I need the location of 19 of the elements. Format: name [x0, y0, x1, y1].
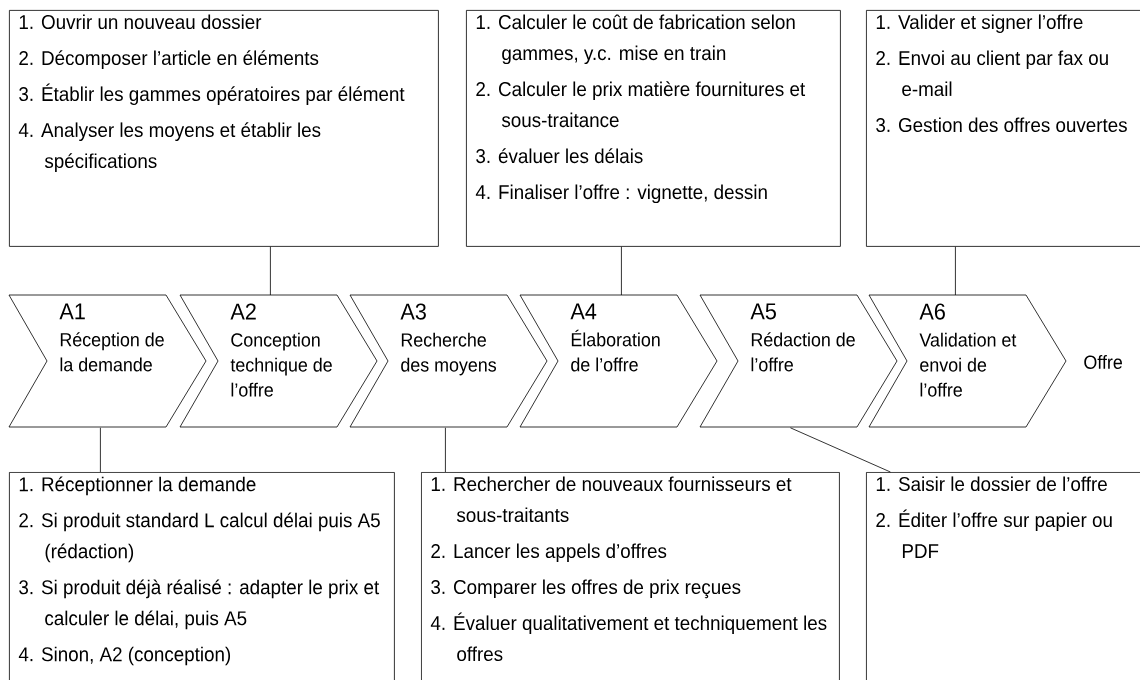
output-label: Offre	[1084, 355, 1122, 369]
process-step: A3 Recherche des moyens	[349, 294, 548, 428]
connector-line	[100, 427, 101, 473]
process-step: A6 Validation et envoi de l’offre	[868, 294, 1067, 428]
note-box: 1. Calculer le coût de fabrication selon gammes, y.c. mise en train 2. Calculer le prix matière fournitures et sous-traitance 3. évaluer les délais 4. Finaliser l’offre : vignette, dessin	[466, 10, 841, 247]
connector-line	[445, 427, 446, 473]
connector-line	[621, 246, 622, 296]
note-box: 1. Valider et signer l’offre 2. Envoi au client par fax ou e-mail 3. Gestion des offres ouvertes	[866, 10, 1140, 247]
process-step: A2 Conception technique de l’offre	[179, 294, 378, 428]
connector-line	[790, 427, 891, 473]
process-step: A5 Rédaction de l’offre	[699, 294, 898, 428]
connector-line	[955, 246, 956, 296]
process-step: A1 Réception de la demande	[8, 294, 207, 428]
note-box: 1. Réceptionner la demande 2. Si produit standard L calcul délai puis A5 (rédaction) 3. Si produit déjà réalisé : adapter le prix et calculer le délai, puis A5 4. Sinon, A2 (conception)	[9, 472, 395, 680]
note-box: 1. Rechercher de nouveaux fournisseurs et sous-traitants 2. Lancer les appels d’offres 3. Comparer les offres de prix reçues 4. Évaluer qualitativement et techniquement les offres	[421, 472, 840, 680]
process-step: A4 Élaboration de l’offre	[519, 294, 718, 428]
note-box: 1. Ouvrir un nouveau dossier 2. Décomposer l’article en éléments 3. Établir les gammes opératoires par élément 4. Analyser les moyens et établir les spécifications	[9, 10, 439, 247]
note-box: 1. Saisir le dossier de l’offre 2. Éditer l’offre sur papier ou PDF	[866, 472, 1140, 680]
connector-line	[270, 246, 271, 296]
